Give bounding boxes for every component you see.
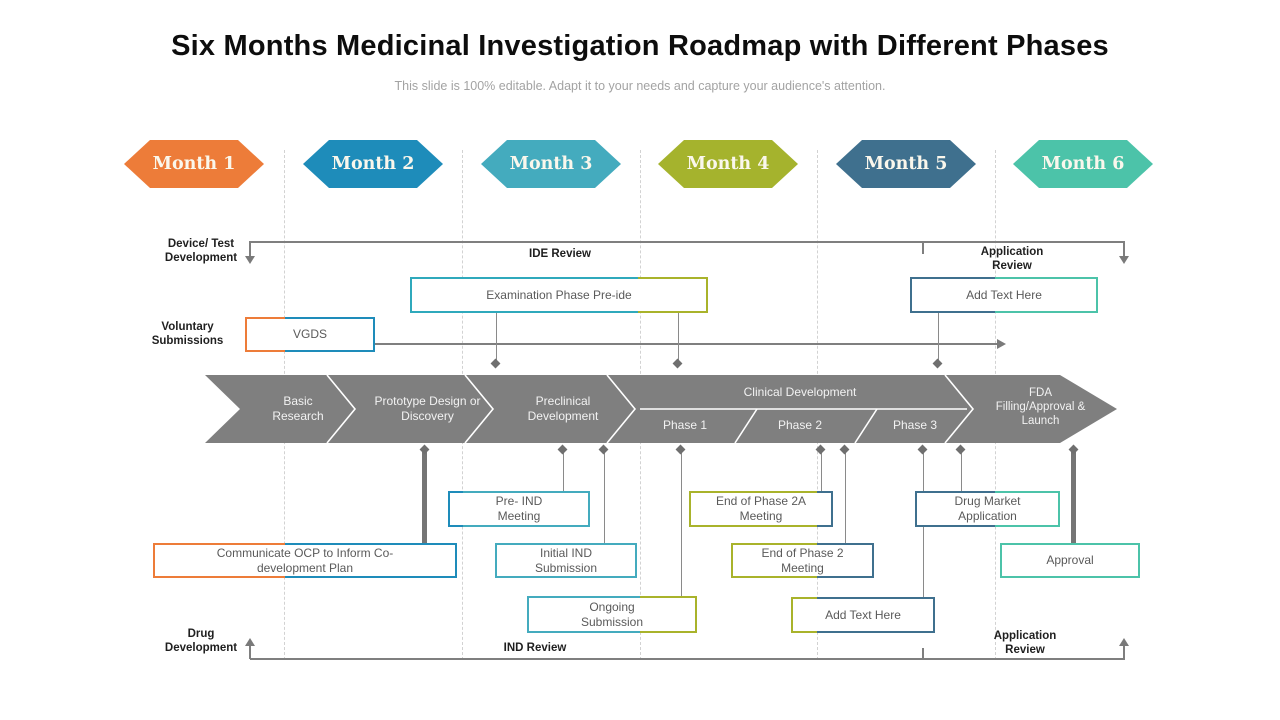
page-subtitle: This slide is 100% editable. Adapt it to… [394, 79, 886, 93]
examination-phase-pre-ide-box[interactable]: Examination Phase Pre-ide [410, 277, 708, 313]
segment-prototype-design: Prototype Design or Discovery [374, 394, 481, 423]
voluntary-submissions-label: Voluntary Submissions [151, 321, 224, 348]
end-of-phase-2-meeting-box[interactable]: End of Phase 2 Meeting [731, 543, 874, 578]
timeline-tick [922, 243, 924, 254]
box-label: Examination Phase Pre-ide [412, 279, 706, 311]
segment-phase-3: Phase 3 [892, 418, 938, 432]
diamond-marker [672, 358, 683, 369]
box-label: Communicate OCP to Inform Co- developmen… [155, 545, 455, 576]
timeline-stub [249, 241, 251, 256]
arrow-down-icon [1119, 256, 1129, 264]
drug-development-label: Drug Development [164, 628, 238, 655]
month-4-hexagon: Month 4 [658, 140, 798, 188]
segment-preclinical-development: Preclinical Development [527, 394, 599, 423]
initial-ind-submission-box[interactable]: Initial IND Submission [495, 543, 637, 578]
segment-clinical-development: Clinical Development [743, 385, 857, 399]
connector [496, 313, 497, 362]
arrow-up-icon [245, 638, 255, 646]
connector [821, 452, 822, 491]
arrow-down-icon [245, 256, 255, 264]
ongoing-submission-box[interactable]: Ongoing Submission [527, 596, 697, 633]
connector-thick [1071, 452, 1076, 543]
month-3-hexagon: Month 3 [481, 140, 621, 188]
box-label: Ongoing Submission [529, 598, 695, 631]
add-text-here-bottom-box[interactable]: Add Text Here [791, 597, 935, 633]
arrow-right-icon [997, 339, 1006, 349]
diamond-marker [932, 358, 943, 369]
connector [563, 452, 564, 492]
end-of-phase-2a-meeting-box[interactable]: End of Phase 2A Meeting [689, 491, 833, 527]
month-2-hexagon: Month 2 [303, 140, 443, 188]
segment-phase-2: Phase 2 [777, 418, 823, 432]
box-label: End of Phase 2 Meeting [733, 545, 872, 576]
page-title: Six Months Medicinal Investigation Roadm… [171, 30, 1109, 62]
month-6-hexagon: Month 6 [1013, 140, 1153, 188]
ide-review-label: IDE Review [529, 248, 591, 260]
approval-box[interactable]: Approval [1000, 543, 1140, 578]
box-label: Approval [1002, 545, 1138, 576]
diamond-marker [490, 358, 501, 369]
timeline-tick [922, 648, 924, 658]
box-label: Initial IND Submission [497, 545, 635, 576]
box-label: Pre- IND Meeting [450, 493, 588, 525]
segment-fda-approval-launch: FDA Filling/Approval & Launch [995, 387, 1086, 427]
box-label: Add Text Here [793, 599, 933, 631]
arrow-up-icon [1119, 638, 1129, 646]
segment-basic-research: Basic Research [272, 394, 324, 423]
month-1-hexagon: Month 1 [124, 140, 264, 188]
communicate-ocp-box[interactable]: Communicate OCP to Inform Co- developmen… [153, 543, 457, 578]
box-label: Add Text Here [912, 279, 1096, 311]
device-test-development-label: Device/ Test Development [164, 238, 238, 265]
add-text-here-top-box[interactable]: Add Text Here [910, 277, 1098, 313]
process-arrow-band [205, 374, 1117, 444]
connector [681, 452, 682, 596]
segment-phase-1: Phase 1 [662, 418, 708, 432]
application-review-bottom-label: Application Review [993, 630, 1057, 657]
connector-thick [422, 452, 427, 543]
connector [604, 452, 605, 543]
timeline-stub [1123, 646, 1125, 659]
timeline-stub [249, 646, 251, 659]
box-label: Drug Market Application [917, 493, 1058, 525]
connector [938, 313, 939, 362]
connector [961, 452, 962, 491]
box-label: VGDS [247, 319, 373, 350]
application-review-top-label: Application Review [980, 246, 1044, 273]
drug-timeline-line [250, 658, 1125, 660]
voluntary-timeline-line [375, 343, 999, 345]
vgds-box[interactable]: VGDS [245, 317, 375, 352]
timeline-stub [1123, 241, 1125, 256]
ind-review-label: IND Review [503, 642, 567, 654]
connector [845, 452, 846, 543]
box-label: End of Phase 2A Meeting [691, 493, 831, 525]
pre-ind-meeting-box[interactable]: Pre- IND Meeting [448, 491, 590, 527]
device-timeline-line [250, 241, 1125, 243]
drug-market-application-box[interactable]: Drug Market Application [915, 491, 1060, 527]
connector [678, 313, 679, 362]
month-5-hexagon: Month 5 [836, 140, 976, 188]
